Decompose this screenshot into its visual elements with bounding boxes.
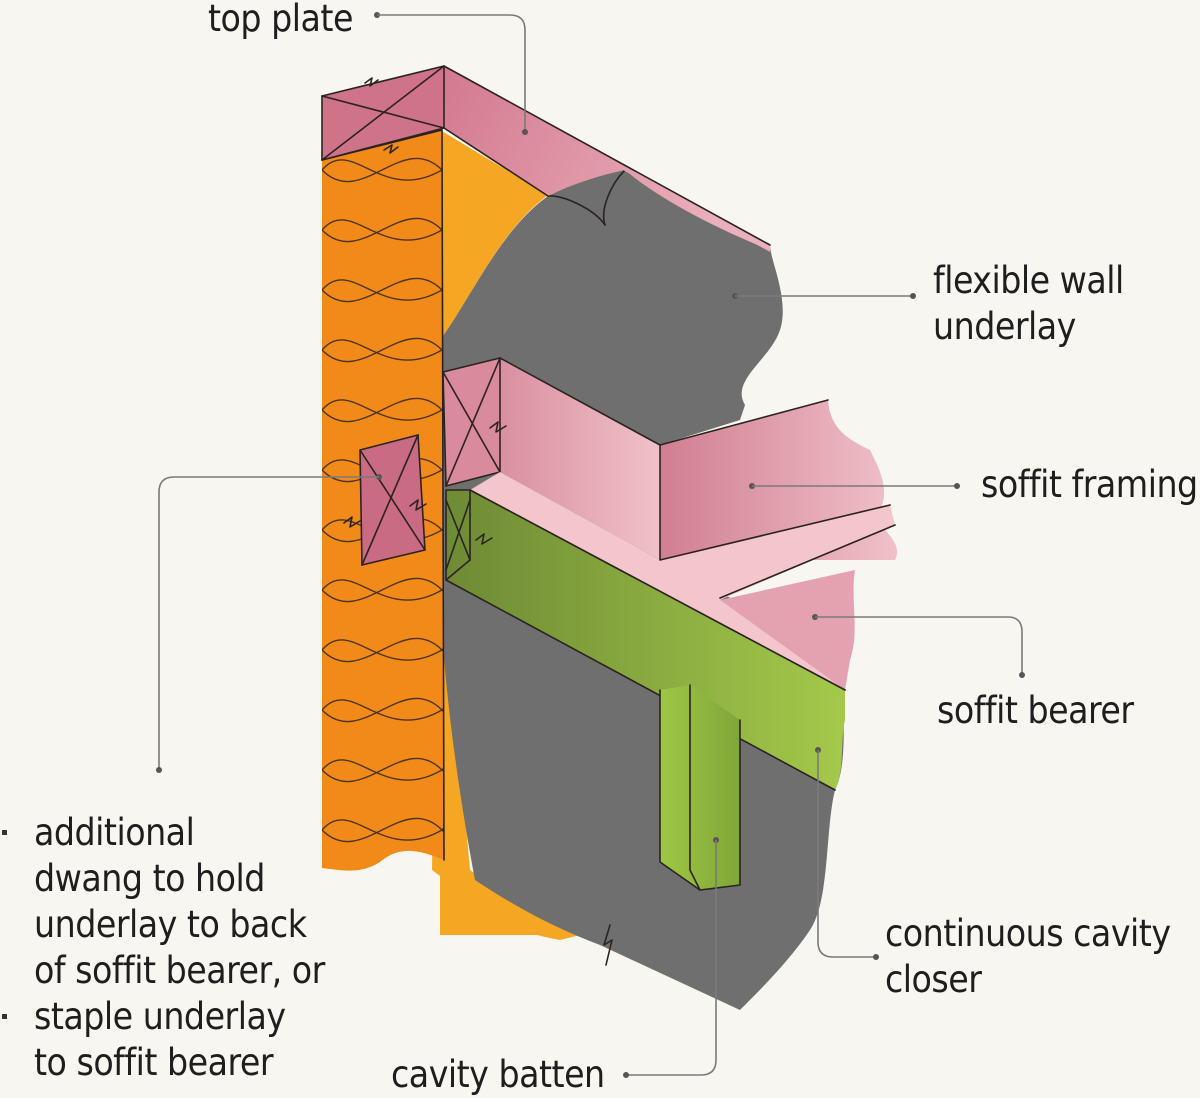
continuous-cavity-closer bbox=[446, 490, 845, 790]
leader-cavity-batten bbox=[623, 837, 719, 1078]
label-soffit-bearer: soffit bearer bbox=[937, 689, 1134, 732]
label-cavity-batten: cavity batten bbox=[391, 1053, 605, 1096]
leader-continuous-cavity-closer bbox=[815, 747, 879, 960]
label-soffit-framing: soffit framing bbox=[981, 463, 1198, 506]
option-staple-underlay: staple underlay to soffit bearer bbox=[2, 994, 325, 1086]
leader-soffit-framing bbox=[749, 483, 960, 489]
soffit-bearer bbox=[720, 570, 855, 690]
leader-top-plate bbox=[374, 12, 528, 135]
label-flexible-wall-underlay: flexible wall underlay bbox=[933, 259, 1124, 348]
leader-flexible-wall-underlay bbox=[732, 293, 916, 299]
cavity-sheathing-lower bbox=[440, 560, 600, 935]
label-top-plate: top plate bbox=[208, 0, 353, 40]
leader-additional-dwang bbox=[156, 474, 382, 773]
label-dwang-options: additional dwang to hold underlay to bac… bbox=[2, 810, 325, 1086]
label-continuous-cavity-closer: continuous cavity closer bbox=[885, 912, 1171, 1001]
cavity-batten bbox=[660, 685, 740, 890]
option-additional-dwang: additional dwang to hold underlay to bac… bbox=[2, 810, 325, 994]
cavity-sheathing bbox=[432, 130, 580, 940]
leader-soffit-bearer bbox=[812, 614, 1025, 678]
